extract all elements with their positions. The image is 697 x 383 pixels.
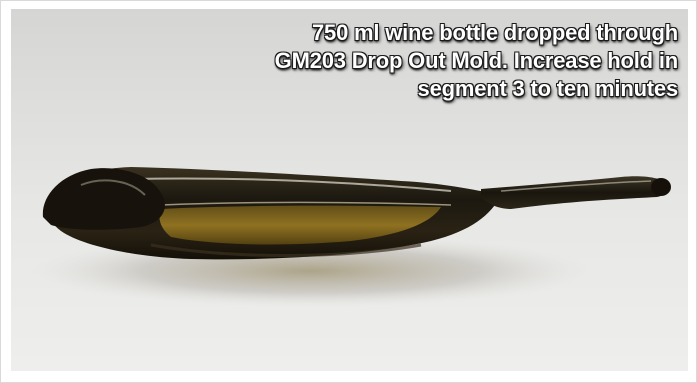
bottle-base-fold [42, 168, 165, 230]
product-photo: 750 ml wine bottle dropped through GM203… [11, 9, 688, 371]
caption-line-3: segment 3 to ten minutes [417, 76, 679, 101]
amber-interior [159, 205, 441, 245]
caption-line-1: 750 ml wine bottle dropped through [312, 20, 678, 45]
caption-line-2: GM203 Drop Out Mold. Increase hold in [274, 48, 679, 73]
slumped-bottle-dish-illustration [31, 167, 671, 307]
neck-highlight [500, 180, 652, 192]
base-fold-highlight [80, 179, 146, 196]
base-curve [150, 243, 422, 257]
bottle-lip [651, 178, 671, 196]
bottle-neck [481, 176, 669, 209]
rim-highlight-2 [160, 201, 452, 206]
rim-highlight [130, 177, 452, 192]
photo-caption: 750 ml wine bottle dropped through GM203… [158, 19, 679, 103]
